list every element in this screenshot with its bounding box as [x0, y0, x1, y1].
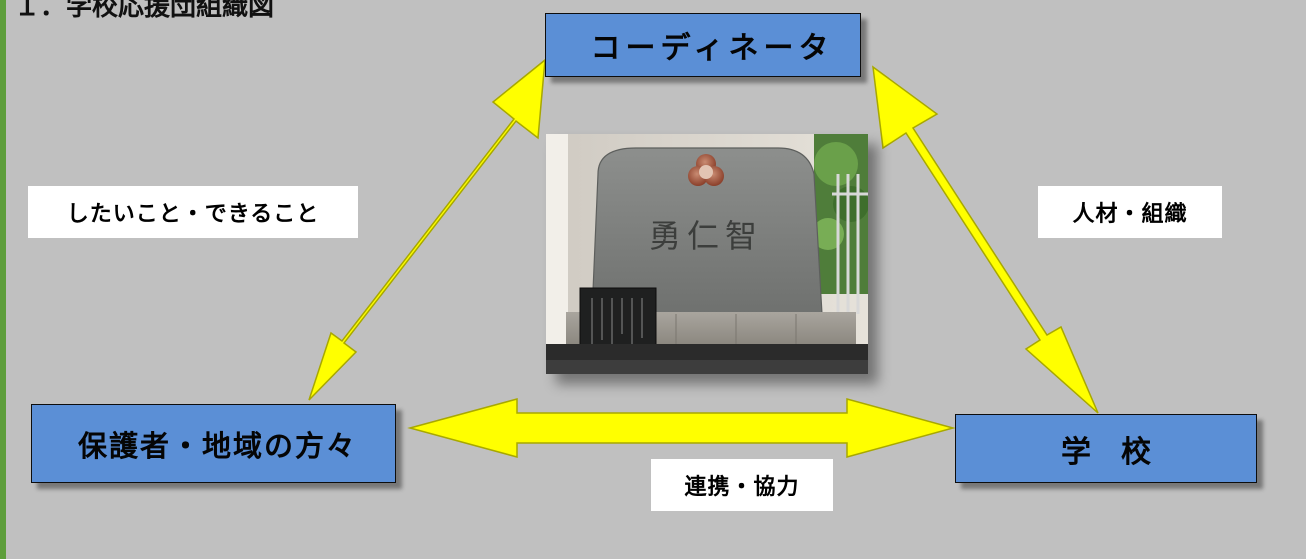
label-cooperation: 連携・協力 [651, 459, 833, 511]
node-coordinator: コーディネータ [545, 13, 861, 77]
node-coordinator-label: コーディネータ [590, 31, 834, 66]
node-school: 学 校 [955, 414, 1257, 483]
node-guardians-community: 保護者・地域の方々 [31, 404, 396, 483]
photo-plaque [579, 287, 657, 355]
arrow-guardians-coordinator [308, 58, 546, 401]
page-title: １．学校応援団組織図 [14, 0, 275, 22]
arrow-guardians-school [407, 398, 956, 458]
photo-monument-inscription: 勇仁智 [649, 217, 763, 255]
left-edge-stripe [0, 0, 6, 559]
label-people-organization: 人材・組織 [1038, 186, 1222, 238]
monument-photo: 勇仁智 [546, 134, 868, 374]
node-guardians-label: 保護者・地域の方々 [78, 428, 358, 463]
node-school-label: 学 校 [1061, 434, 1151, 470]
photo-monument-stone [591, 147, 823, 315]
label-wants-and-abilities: したいこと・できること [28, 186, 358, 238]
photo-left-pillar [546, 134, 568, 374]
photo-school-emblem [688, 154, 724, 186]
arrow-coordinator-school [872, 65, 1099, 414]
photo-fence [832, 174, 868, 314]
